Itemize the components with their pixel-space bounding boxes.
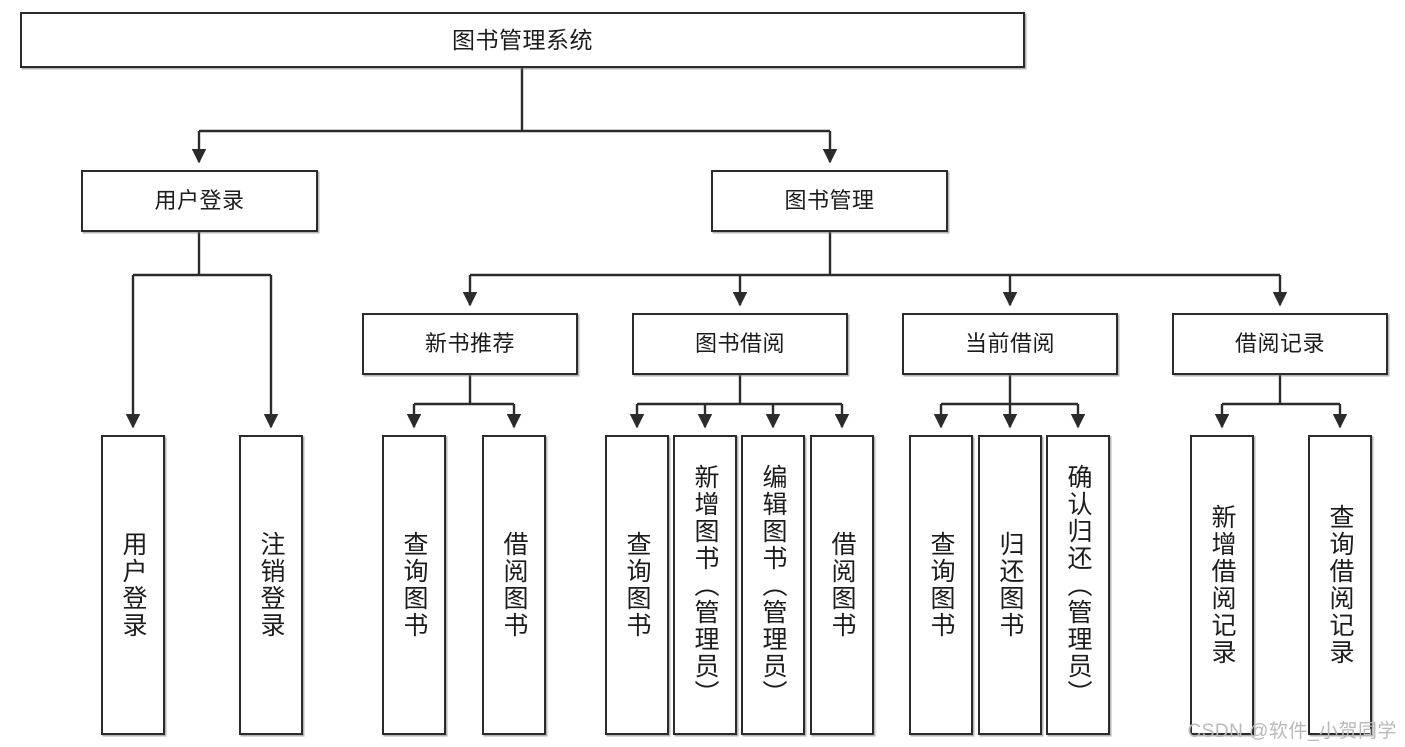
node-new-book-recommend-label: 新书推荐 xyxy=(424,331,515,357)
leaf-new-book-query[interactable]: 查询图书 xyxy=(382,435,446,735)
leaf-new-book-borrow-label: 借阅图书 xyxy=(500,531,528,639)
leaf-borrow-record-query[interactable]: 查询借阅记录 xyxy=(1308,435,1372,735)
leaf-current-borrow-confirm-label: 确认归还（管理员） xyxy=(1064,463,1092,707)
leaf-book-borrow-borrow-label: 借阅图书 xyxy=(828,531,856,639)
csdn-watermark: CSDN @软件_小贺同学 xyxy=(1187,721,1397,742)
leaf-book-borrow-edit-label: 编辑图书（管理员） xyxy=(759,463,787,707)
leaf-user-login-login[interactable]: 用户登录 xyxy=(101,435,165,735)
node-user-login[interactable]: 用户登录 xyxy=(81,170,318,232)
node-root-label: 图书管理系统 xyxy=(452,26,593,53)
node-book-management[interactable]: 图书管理 xyxy=(711,170,948,232)
node-borrow-record-label: 借阅记录 xyxy=(1234,331,1325,357)
leaf-current-borrow-return[interactable]: 归还图书 xyxy=(978,435,1042,735)
leaf-new-book-query-label: 查询图书 xyxy=(400,531,428,639)
leaf-borrow-record-add[interactable]: 新增借阅记录 xyxy=(1190,435,1254,735)
node-book-borrow-label: 图书借阅 xyxy=(694,331,785,357)
leaf-new-book-borrow[interactable]: 借阅图书 xyxy=(482,435,546,735)
leaf-current-borrow-return-label: 归还图书 xyxy=(996,531,1024,639)
leaf-user-login-logout[interactable]: 注销登录 xyxy=(239,435,303,735)
leaf-book-borrow-query-label: 查询图书 xyxy=(623,531,651,639)
node-current-borrow[interactable]: 当前借阅 xyxy=(902,313,1118,375)
node-book-borrow[interactable]: 图书借阅 xyxy=(632,313,848,375)
leaf-borrow-record-query-label: 查询借阅记录 xyxy=(1326,504,1354,666)
leaf-current-borrow-query-label: 查询图书 xyxy=(927,531,955,639)
leaf-current-borrow-query[interactable]: 查询图书 xyxy=(909,435,973,735)
node-current-borrow-label: 当前借阅 xyxy=(964,331,1055,357)
leaf-user-login-login-label: 用户登录 xyxy=(119,531,147,639)
node-new-book-recommend[interactable]: 新书推荐 xyxy=(362,313,578,375)
node-root[interactable]: 图书管理系统 xyxy=(20,12,1025,68)
leaf-book-borrow-add[interactable]: 新增图书（管理员） xyxy=(673,435,737,735)
leaf-book-borrow-query[interactable]: 查询图书 xyxy=(605,435,669,735)
leaf-borrow-record-add-label: 新增借阅记录 xyxy=(1208,504,1236,666)
leaf-book-borrow-add-label: 新增图书（管理员） xyxy=(691,463,719,707)
node-book-management-label: 图书管理 xyxy=(784,188,875,214)
leaf-book-borrow-edit[interactable]: 编辑图书（管理员） xyxy=(741,435,805,735)
leaf-current-borrow-confirm[interactable]: 确认归还（管理员） xyxy=(1046,435,1110,735)
leaf-user-login-logout-label: 注销登录 xyxy=(257,531,285,639)
leaf-book-borrow-borrow[interactable]: 借阅图书 xyxy=(810,435,874,735)
node-user-login-label: 用户登录 xyxy=(154,188,245,214)
node-borrow-record[interactable]: 借阅记录 xyxy=(1172,313,1388,375)
